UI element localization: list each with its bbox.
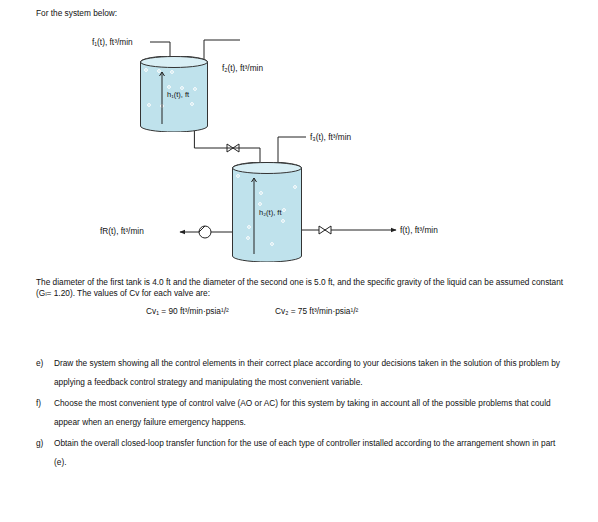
tank: h₂(t), ft [232,162,302,262]
flow-label: f(t), ft³/min [400,225,438,236]
item-text: Choose the most convenient type of contr… [54,394,569,432]
valve-coefficient: Cv₂ = 75 ft³/min·psia¹/² [275,306,358,317]
flow-label: f₃(t), ft³/min [310,132,351,143]
level-label: h₂(t), ft [259,208,282,217]
item-letter: e) [36,354,43,373]
item-text: Draw the system showing all the control … [54,354,569,392]
outlet-pipe [180,232,199,233]
item-letter: g) [36,434,43,453]
flow-label: f₂(t), ft³/min [222,63,263,74]
problem-statement: The diameter of the first tank is 4.0 ft… [36,277,568,299]
inlet-pipe [278,137,306,166]
outlet-pipe [211,232,232,233]
outlet-pipe [302,230,396,231]
pipe-connector [194,131,260,162]
inlet-pipe [204,40,240,60]
item-text: Obtain the overall closed-loop transfer … [54,434,569,472]
pump-symbol [199,226,211,238]
item-letter: f) [36,394,41,413]
level-label: h₁(t), ft [167,90,189,99]
flow-label: fR(t), ft³/min [100,226,144,237]
valve-coefficient: Cv₁ = 90 ft³/min·psia¹/² [146,306,229,317]
tank: h₁(t), ft [140,56,208,132]
flow-label: f₁(t), ft³/min [92,37,133,48]
heading-text: For the system below: [36,8,117,19]
